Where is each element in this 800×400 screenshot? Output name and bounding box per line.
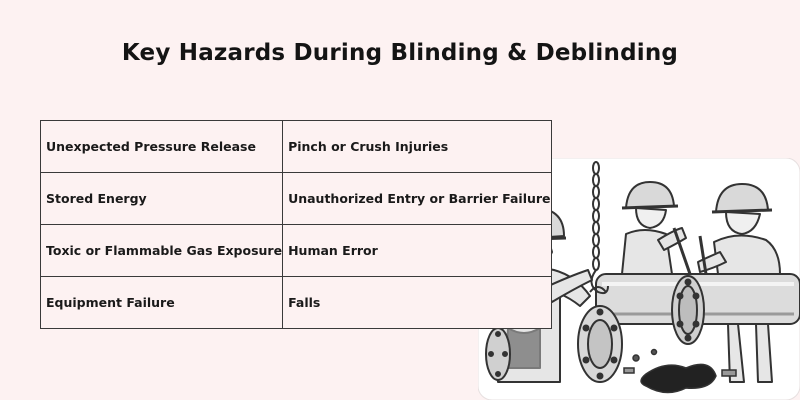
hazard-cell: Equipment Failure xyxy=(39,276,284,329)
table-row: Unexpected Pressure Release Pinch or Cru… xyxy=(39,120,552,173)
pipe-blind xyxy=(577,286,623,383)
pipe-flange xyxy=(671,275,705,345)
workers-blinding-illustration xyxy=(478,158,800,400)
table-row: Equipment Failure Falls xyxy=(39,276,552,329)
hazard-cell: Human Error xyxy=(282,224,552,277)
ground-spill xyxy=(623,348,737,394)
worker-right xyxy=(697,183,781,383)
hazard-cell: Toxic or Flammable Gas Exposure xyxy=(39,224,284,277)
page-title: Key Hazards During Blinding & Deblinding xyxy=(121,40,679,66)
hazard-cell: Pinch or Crush Injuries xyxy=(282,120,552,173)
hazard-cell: Unauthorized Entry or Barrier Failure xyxy=(282,172,552,225)
table-row: Stored Energy Unauthorized Entry or Barr… xyxy=(39,172,552,225)
table-row: Toxic or Flammable Gas Exposure Human Er… xyxy=(39,224,552,277)
worker-middle xyxy=(621,181,692,275)
hazard-cell: Stored Energy xyxy=(39,172,284,225)
hazard-cell: Unexpected Pressure Release xyxy=(39,120,284,173)
hazards-table: Unexpected Pressure Release Pinch or Cru… xyxy=(39,120,552,329)
hazard-cell: Falls xyxy=(282,276,552,329)
chain-hoist xyxy=(590,161,609,295)
